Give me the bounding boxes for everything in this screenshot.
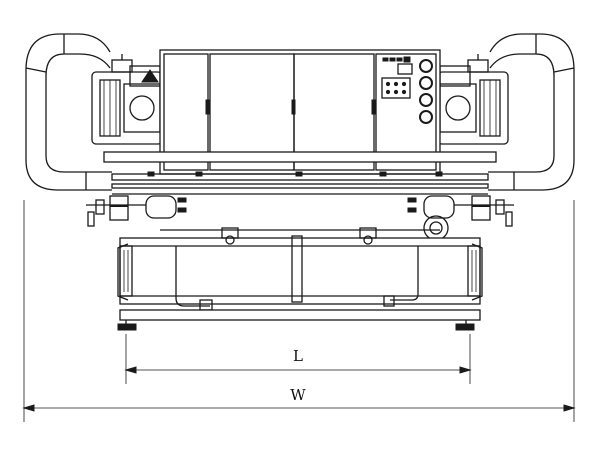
left-pipe-loop bbox=[25, 33, 112, 191]
control-panel bbox=[375, 53, 437, 171]
right-pipe-loop bbox=[488, 33, 575, 191]
right-valve-cluster bbox=[407, 195, 514, 241]
brand-logo-icon bbox=[382, 56, 411, 63]
indicator-light-3 bbox=[419, 93, 433, 107]
right-compressor bbox=[437, 54, 509, 145]
mid-valves bbox=[160, 227, 440, 311]
dimension-w bbox=[22, 200, 576, 422]
dimension-l-label: L bbox=[293, 347, 303, 365]
left-valve-cluster bbox=[86, 195, 187, 227]
dimension-w-label: W bbox=[290, 386, 306, 404]
indicator-light-2 bbox=[419, 76, 433, 90]
frame-rails bbox=[103, 151, 497, 195]
indicator-light-1 bbox=[419, 59, 433, 73]
dimension-l bbox=[124, 334, 472, 384]
left-compressor bbox=[91, 54, 163, 145]
indicator-light-4 bbox=[419, 110, 433, 124]
evaporator-shell bbox=[117, 235, 483, 305]
base-frame bbox=[117, 309, 481, 331]
